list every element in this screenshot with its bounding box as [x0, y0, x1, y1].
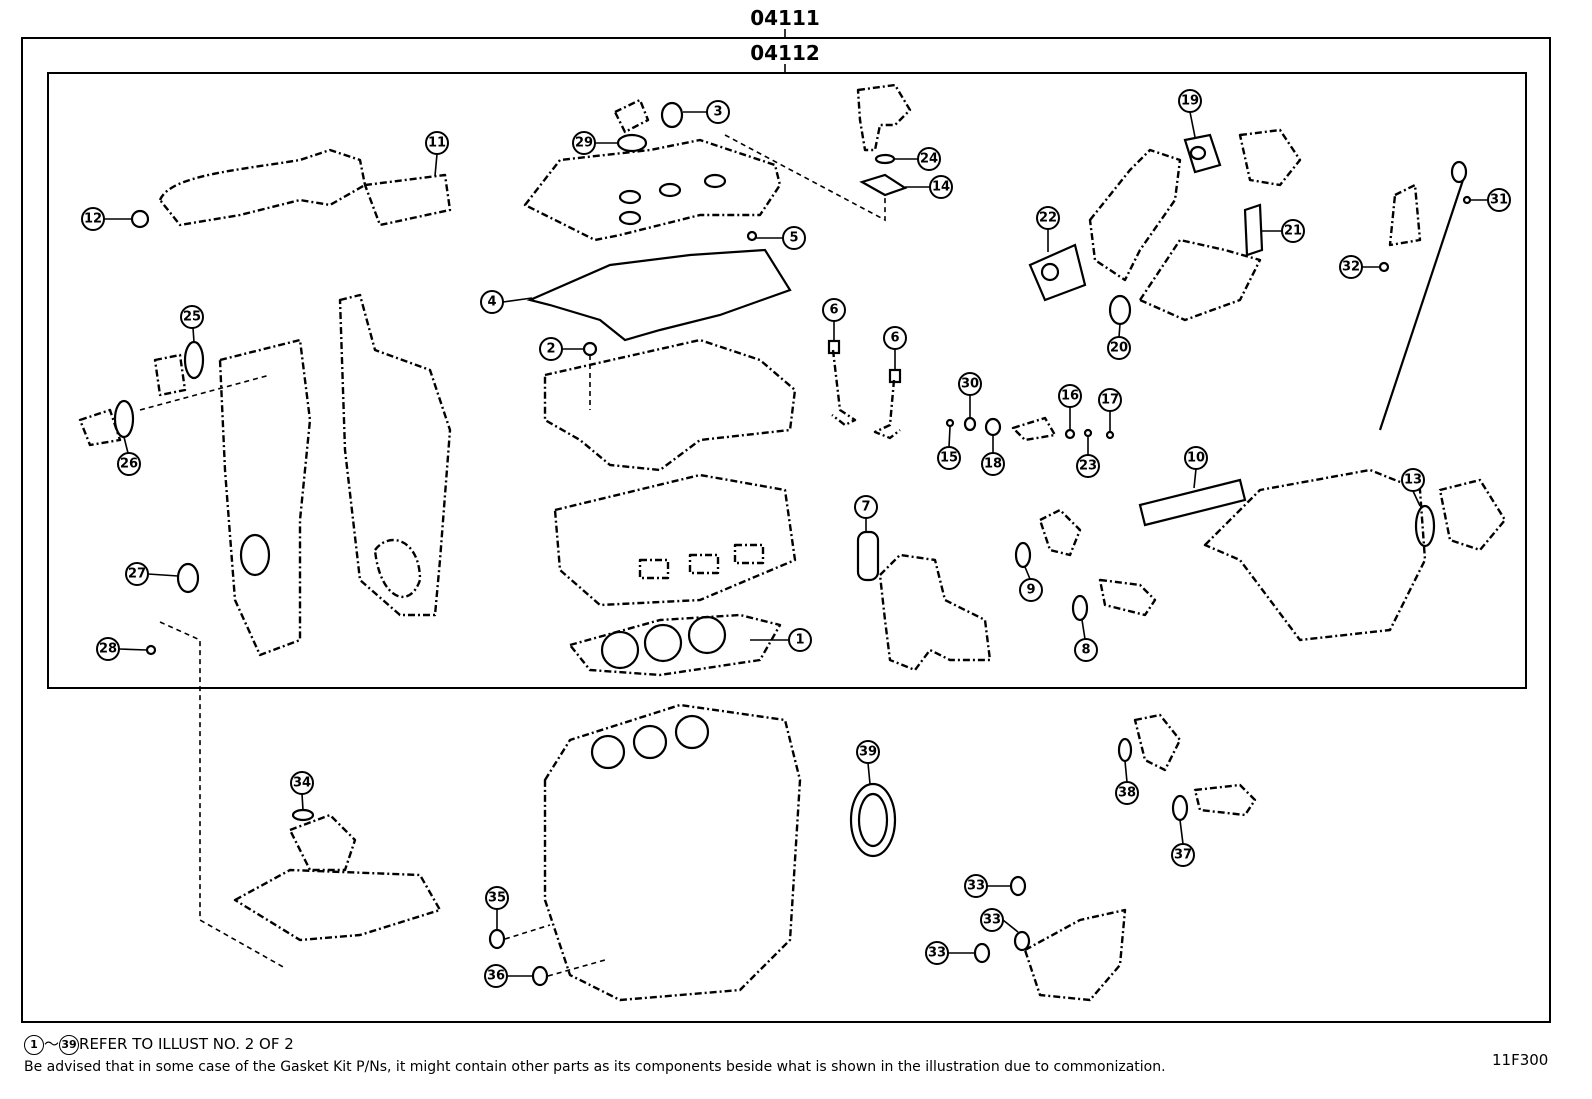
callout-32: 32: [1339, 255, 1380, 279]
svg-text:20: 20: [1110, 341, 1128, 356]
svg-text:12: 12: [84, 212, 102, 227]
svg-text:1: 1: [795, 633, 804, 648]
svg-text:3: 3: [713, 105, 722, 120]
svg-text:35: 35: [488, 891, 506, 906]
callout-21: 21: [1262, 219, 1305, 243]
callout-26: 26: [117, 436, 141, 476]
svg-text:11: 11: [428, 136, 446, 151]
svg-text:2: 2: [546, 342, 555, 357]
svg-text:33: 33: [983, 913, 1001, 928]
callout-38: 38: [1115, 760, 1139, 805]
svg-text:5: 5: [789, 231, 798, 246]
svg-text:38: 38: [1118, 786, 1136, 801]
part-drawings: [78, 83, 1507, 1002]
callout-33c: 33: [925, 941, 975, 965]
svg-text:28: 28: [99, 642, 117, 657]
refer-text: REFER TO ILLUST NO. 2 OF 2: [79, 1035, 294, 1053]
range-start-callout: 1: [24, 1034, 44, 1055]
svg-text:21: 21: [1284, 224, 1302, 239]
svg-text:36: 36: [487, 969, 505, 984]
callout-34: 34: [290, 771, 314, 811]
gasket-kit-disclaimer: Be advised that in some case of the Gask…: [24, 1059, 1166, 1075]
callout-23: 23: [1076, 437, 1100, 478]
svg-text:23: 23: [1079, 459, 1097, 474]
svg-text:18: 18: [984, 457, 1002, 472]
callout-6a: 6: [822, 298, 846, 341]
svg-text:25: 25: [183, 310, 201, 325]
callout-37: 37: [1171, 819, 1195, 867]
callout-35: 35: [485, 886, 509, 930]
callout-33b: 33: [980, 908, 1019, 933]
callout-30: 30: [958, 372, 982, 418]
illustration-id: 11F300: [1492, 1051, 1549, 1069]
svg-text:19: 19: [1181, 94, 1199, 109]
svg-text:24: 24: [920, 152, 938, 167]
svg-text:14: 14: [932, 180, 950, 195]
callout-5: 5: [756, 226, 806, 250]
callout-19: 19: [1178, 89, 1202, 138]
svg-text:31: 31: [1490, 193, 1508, 208]
callout-2: 2: [539, 337, 584, 361]
svg-text:17: 17: [1101, 393, 1119, 408]
svg-text:8: 8: [1081, 643, 1090, 658]
callout-28: 28: [96, 637, 148, 661]
svg-text:33: 33: [928, 946, 946, 961]
callout-36: 36: [484, 964, 533, 988]
callout-13: 13: [1401, 468, 1425, 507]
callout-18: 18: [981, 435, 1005, 476]
callout-33a: 33: [964, 874, 1011, 898]
svg-text:16: 16: [1061, 389, 1079, 404]
inner-kit-code: 04112: [750, 41, 820, 65]
callout-7: 7: [854, 495, 878, 532]
callout-15: 15: [937, 426, 961, 470]
svg-text:33: 33: [967, 879, 985, 894]
svg-text:22: 22: [1039, 211, 1057, 226]
callout-14: 14: [905, 175, 953, 199]
callout-29: 29: [572, 131, 618, 155]
callout-27: 27: [125, 562, 179, 586]
svg-text:26: 26: [120, 457, 138, 472]
callout-24: 24: [895, 147, 941, 171]
callout-4: 4: [480, 290, 533, 314]
callout-16: 16: [1058, 384, 1082, 430]
outer-kit-code: 04111: [750, 6, 820, 30]
callout-10: 10: [1184, 446, 1208, 489]
svg-text:15: 15: [940, 451, 958, 466]
callout-1: 1: [750, 628, 812, 652]
svg-text:30: 30: [961, 377, 979, 392]
callout-20: 20: [1107, 323, 1131, 360]
range-separator: ～: [44, 1035, 60, 1053]
callout-39: 39: [856, 740, 880, 785]
outer-kit-frame: [21, 37, 1551, 1023]
callout-11: 11: [425, 131, 449, 177]
callout-22: 22: [1036, 206, 1060, 252]
svg-text:32: 32: [1342, 260, 1360, 275]
svg-text:27: 27: [128, 567, 146, 582]
callout-25: 25: [180, 305, 204, 343]
svg-text:37: 37: [1174, 848, 1192, 863]
callout-9: 9: [1019, 566, 1043, 602]
callout-31: 31: [1470, 188, 1511, 212]
callout-3: 3: [683, 100, 730, 124]
svg-text:9: 9: [1026, 583, 1035, 598]
svg-text:29: 29: [575, 136, 593, 151]
svg-text:39: 39: [859, 745, 877, 760]
range-end-callout: 39: [59, 1034, 80, 1055]
svg-text:4: 4: [487, 295, 496, 310]
svg-text:13: 13: [1404, 473, 1422, 488]
svg-text:7: 7: [861, 500, 870, 515]
svg-text:6: 6: [890, 331, 899, 346]
svg-text:34: 34: [293, 776, 311, 791]
inner-kit-frame: [47, 72, 1527, 689]
svg-text:10: 10: [1187, 451, 1205, 466]
svg-text:6: 6: [829, 303, 838, 318]
callout-17: 17: [1098, 388, 1122, 432]
callout-8: 8: [1074, 619, 1098, 662]
callout-6b: 6: [883, 326, 907, 370]
callout-12: 12: [81, 207, 131, 231]
